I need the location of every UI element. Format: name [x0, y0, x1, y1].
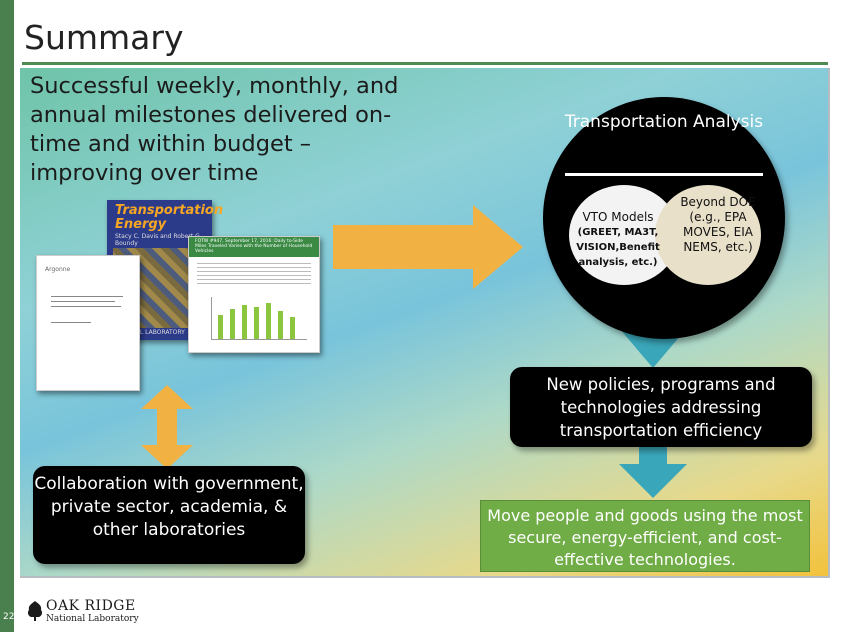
paper-line: [51, 322, 91, 323]
title-underline: [22, 62, 828, 65]
fact-bar-chart: [211, 297, 307, 340]
vto-models-title: VTO Models: [582, 210, 654, 224]
fact-title: FOTW #947, September 17, 2016: Daily to-…: [189, 237, 319, 257]
fact-bar: [266, 303, 271, 339]
fact-bar: [218, 315, 223, 339]
circle-title: Transportation Analysis: [564, 112, 764, 132]
book-title: Transportation Energy: [115, 203, 224, 232]
fact-bar: [254, 307, 259, 339]
fact-text-lines: [197, 263, 311, 285]
collaboration-box: Collaboration with government, private s…: [33, 466, 305, 564]
policies-box: New policies, programs and technologies …: [510, 367, 812, 447]
paper-line: [51, 306, 121, 307]
fact-bar: [290, 317, 295, 339]
book-authors: Stacy C. Davis and Robert G. Boundy: [115, 233, 202, 247]
slide-title: Summary: [24, 18, 184, 57]
fact-of-the-week-thumbnail: FOTW #947, September 17, 2016: Daily to-…: [188, 236, 320, 353]
logo-line1: OAK RIDGE: [46, 598, 136, 614]
transportation-analysis-circle: Transportation Analysis VTO Models (GREE…: [543, 97, 785, 339]
double-arrow-icon: [141, 385, 193, 469]
fact-bar: [230, 309, 235, 339]
outcome-box: Move people and goods using the most sec…: [480, 500, 810, 572]
page-number: 22: [3, 612, 15, 622]
paper-line: [51, 296, 123, 297]
paper-line: [51, 301, 115, 302]
right-arrow-icon: [333, 205, 523, 289]
vto-models-label: VTO Models (GREET, MA3T, VISION,Benefit …: [571, 210, 665, 270]
logo-line2: National Laboratory: [46, 614, 139, 624]
report-paper-thumbnail: Argonne: [36, 255, 140, 391]
fact-bar: [242, 305, 247, 339]
book-footer: NATIONAL LABORATORY: [113, 329, 185, 336]
venn-right-circle: [655, 185, 761, 285]
fact-bar: [278, 311, 283, 339]
oak-leaf-icon: [27, 601, 43, 621]
beyond-doe-label: Beyond DOE (e.g., EPA MOVES, EIA NEMS, e…: [680, 195, 756, 254]
headline-text: Successful weekly, monthly, and annual m…: [30, 73, 399, 186]
down-arrow-icon: [619, 444, 687, 498]
circle-divider: [565, 173, 763, 176]
left-sidebar-band: [0, 0, 14, 632]
paper-logo: Argonne: [45, 266, 71, 273]
vto-models-detail: (GREET, MA3T, VISION,Benefit analysis, e…: [576, 227, 660, 268]
